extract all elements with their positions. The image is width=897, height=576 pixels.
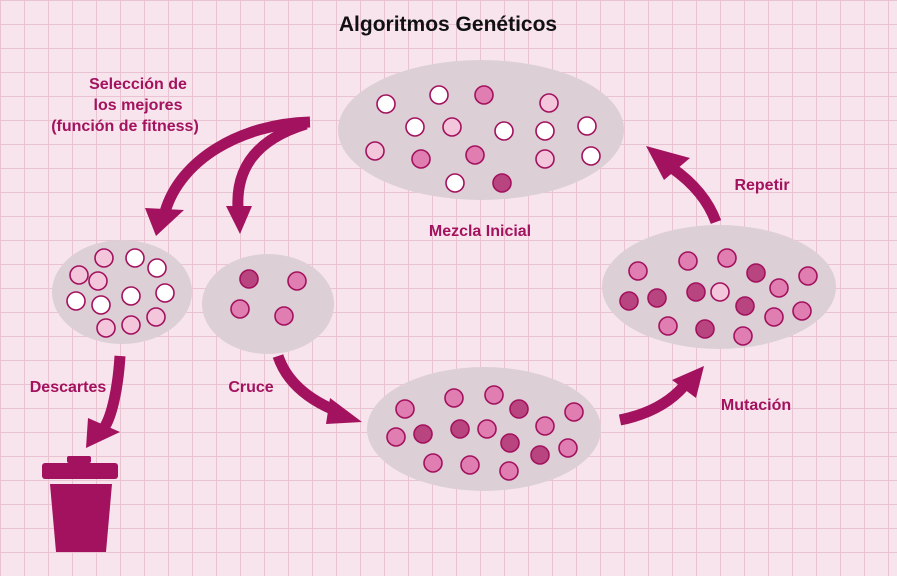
individual-dot: [710, 282, 730, 302]
individual-dot: [88, 271, 108, 291]
individual-dot: [125, 248, 145, 268]
individual-dot: [411, 149, 431, 169]
individual-dot: [444, 388, 464, 408]
label-seleccion-line2: los mejores: [94, 97, 183, 114]
individual-dot: [146, 307, 166, 327]
individual-dot: [499, 461, 519, 481]
individual-dot: [69, 265, 89, 285]
individual-dot: [413, 424, 433, 444]
individual-dot: [494, 121, 514, 141]
individual-dot: [628, 261, 648, 281]
individuals-group: [66, 85, 818, 481]
individual-dot: [287, 271, 307, 291]
individual-dot: [769, 278, 789, 298]
individual-dot: [695, 319, 715, 339]
selection-arrow-to-discards: [159, 116, 311, 214]
individual-dot: [717, 248, 737, 268]
individual-dot: [66, 291, 86, 311]
diagram-title: Algoritmos Genéticos: [339, 13, 557, 36]
individual-dot: [239, 269, 259, 289]
individual-dot: [798, 266, 818, 286]
individual-dot: [577, 116, 597, 136]
individual-dot: [686, 282, 706, 302]
individual-dot: [647, 288, 667, 308]
individual-dot: [230, 299, 250, 319]
individual-dot: [155, 283, 175, 303]
individual-dot: [147, 258, 167, 278]
trash-can-icon: [42, 456, 118, 552]
individual-dot: [500, 433, 520, 453]
crossover-arrow: [272, 354, 337, 416]
discard-arrow-head: [86, 418, 120, 448]
individual-dot: [121, 286, 141, 306]
individual-dot: [746, 263, 766, 283]
individual-dot: [535, 416, 555, 436]
individual-dot: [474, 85, 494, 105]
individual-dot: [535, 121, 555, 141]
individual-dot: [477, 419, 497, 439]
individual-dot: [450, 419, 470, 439]
individual-dot: [530, 445, 550, 465]
individual-dot: [619, 291, 639, 311]
selection-arrow-head-right: [226, 206, 252, 234]
individual-dot: [121, 315, 141, 335]
individual-dot: [733, 326, 753, 346]
label-seleccion-line1: Selección de: [89, 76, 187, 93]
individual-dot: [429, 85, 449, 105]
label-seleccion-line3: (función de fitness): [51, 118, 199, 135]
label-descartes: Descartes: [30, 379, 107, 396]
label-mutacion: Mutación: [721, 397, 791, 414]
individual-dot: [535, 149, 555, 169]
individual-dot: [764, 307, 784, 327]
individual-dot: [91, 295, 111, 315]
label-repetir: Repetir: [734, 177, 789, 194]
label-mezcla-inicial: Mezcla Inicial: [429, 223, 531, 240]
individual-dot: [405, 117, 425, 137]
individual-dot: [465, 145, 485, 165]
individual-dot: [509, 399, 529, 419]
selection-arrow-head-left: [145, 208, 184, 236]
individual-dot: [492, 173, 512, 193]
individual-dot: [484, 385, 504, 405]
repeat-arrow-head: [646, 146, 690, 180]
individual-dot: [792, 301, 812, 321]
individual-dot: [564, 402, 584, 422]
discard-arrow: [99, 355, 126, 432]
individual-dot: [558, 438, 578, 458]
individual-dot: [386, 427, 406, 447]
individual-dot: [274, 306, 294, 326]
individual-dot: [96, 318, 116, 338]
individual-dot: [539, 93, 559, 113]
individual-dot: [395, 399, 415, 419]
individual-dot: [423, 453, 443, 473]
label-cruce: Cruce: [228, 379, 273, 396]
mutation-arrow: [618, 382, 689, 426]
individual-dot: [678, 251, 698, 271]
selection-arrow-to-selected: [232, 118, 308, 209]
repeat-arrow: [668, 163, 722, 225]
individual-dot: [376, 94, 396, 114]
selected-group-blob: [202, 254, 334, 354]
individual-dot: [658, 316, 678, 336]
mutation-arrow-head: [672, 366, 704, 398]
individual-dot: [442, 117, 462, 137]
individual-dot: [581, 146, 601, 166]
crossover-arrow-head: [326, 398, 362, 424]
individual-dot: [460, 455, 480, 475]
individual-dot: [94, 248, 114, 268]
individual-dot: [445, 173, 465, 193]
individual-dot: [365, 141, 385, 161]
individual-dot: [735, 296, 755, 316]
